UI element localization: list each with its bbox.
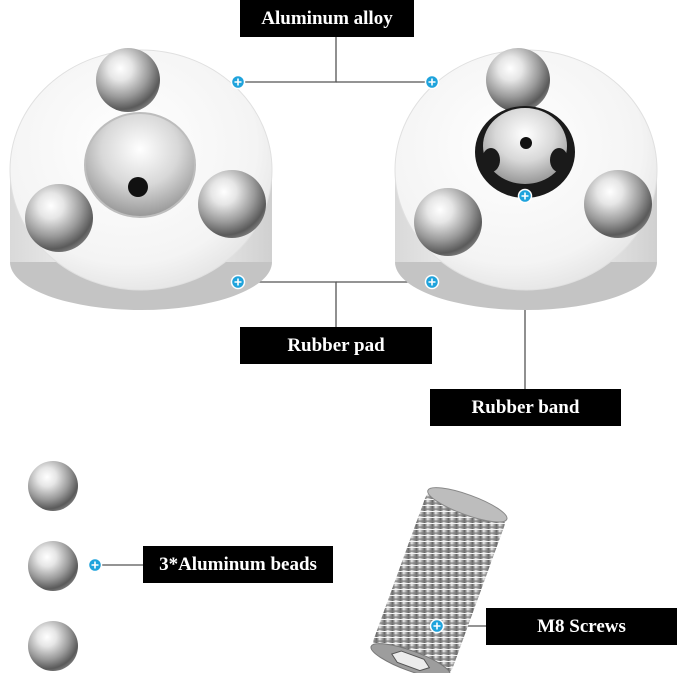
plus-circle-icon: [230, 274, 246, 290]
bead-1: [28, 461, 78, 511]
markers: [87, 74, 533, 634]
bead-2: [28, 541, 78, 591]
pad-connector: [238, 281, 337, 327]
rubber-band-label: Rubber band: [430, 389, 621, 426]
m8-screw: [370, 487, 508, 673]
plus-circle-icon: [517, 188, 533, 204]
plus-circle-icon: [429, 618, 445, 634]
left-center-cup: [85, 113, 195, 217]
right-mount-disc: [394, 48, 658, 310]
rubber-pad-label: Rubber pad: [240, 327, 432, 364]
rubber-band-notch-left: [482, 148, 500, 172]
m8-screws-label: M8 Screws: [486, 608, 677, 645]
right-ball-right: [584, 170, 652, 238]
right-ball-left: [414, 188, 482, 256]
screw-hex-socket: [391, 650, 431, 672]
bead-3: [28, 621, 78, 671]
screw-end-top: [427, 487, 508, 523]
left-ball-right: [198, 170, 266, 238]
screw-body: [373, 491, 505, 673]
plus-circle-icon: [424, 274, 440, 290]
left-mount-disc: [9, 48, 273, 310]
right-ball-top: [486, 48, 550, 112]
plus-circle-icon: [424, 74, 440, 90]
plus-circle-icon: [230, 74, 246, 90]
aluminum-alloy-label: Aluminum alloy: [240, 0, 414, 37]
plus-circle-icon: [87, 557, 103, 573]
rubber-band-notch-right: [550, 148, 568, 172]
aluminum-beads-label: 3*Aluminum beads: [143, 546, 333, 583]
left-screw-hole: [128, 177, 148, 197]
alloy-connector: [238, 37, 337, 83]
left-center-cup-rim: [84, 112, 196, 218]
left-ball-top: [96, 48, 160, 112]
left-ball-left: [25, 184, 93, 252]
aluminum-beads: [28, 461, 78, 671]
right-screw-hole: [520, 137, 532, 149]
